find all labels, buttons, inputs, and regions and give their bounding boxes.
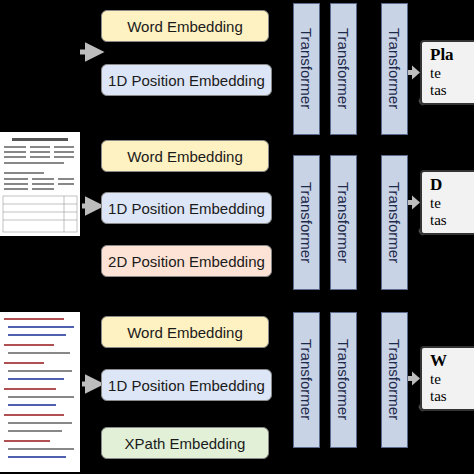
embedding-box: 1D Position Embedding	[101, 64, 272, 96]
embedding-box: 2D Position Embedding	[101, 245, 272, 277]
embedding-box: Word Embedding	[101, 10, 269, 42]
document-thumbnail	[0, 132, 80, 236]
transformer-block: Transformer	[381, 3, 408, 135]
input-arrow	[80, 50, 97, 55]
block-label: Transformer	[335, 339, 352, 420]
block-label: XPath Embedding	[125, 435, 246, 452]
input-arrow	[82, 382, 97, 387]
input-arrow	[82, 204, 97, 209]
task-heading: D	[430, 175, 474, 195]
task-scroll: Wte tas	[420, 346, 474, 411]
transformer-block: Transformer	[381, 155, 408, 290]
task-scroll: Dte tas	[420, 170, 474, 235]
embedding-box: Word Embedding	[101, 316, 269, 348]
block-label: 2D Position Embedding	[108, 253, 265, 270]
transformer-block: Transformer	[293, 155, 320, 290]
html-code-thumbnail	[0, 312, 80, 472]
task-text: te tas	[430, 65, 460, 100]
block-label: Word Embedding	[127, 18, 243, 35]
transformer-block: Transformer	[381, 312, 408, 448]
task-heading: W	[430, 351, 474, 371]
block-label: 1D Position Embedding	[108, 377, 265, 394]
block-label: Transformer	[386, 28, 403, 109]
transformer-block: Transformer	[293, 312, 320, 448]
transformer-block: Transformer	[330, 312, 357, 448]
transformer-block: Transformer	[293, 3, 320, 135]
output-arrow	[408, 196, 420, 210]
task-text: te tas	[430, 371, 460, 406]
embedding-box: Word Embedding	[101, 140, 269, 172]
transformer-block: Transformer	[330, 155, 357, 290]
task-heading: Pla	[430, 45, 474, 65]
block-label: Transformer	[386, 339, 403, 420]
block-label: Transformer	[335, 28, 352, 109]
embedding-box: 1D Position Embedding	[101, 192, 272, 224]
block-label: Word Embedding	[127, 324, 243, 341]
output-arrow	[408, 66, 420, 80]
embedding-box: XPath Embedding	[101, 427, 269, 459]
task-text: te tas	[430, 195, 460, 230]
block-label: Transformer	[298, 339, 315, 420]
task-scroll: Plate tas	[420, 40, 474, 105]
embedding-box: 1D Position Embedding	[101, 369, 272, 401]
block-label: Transformer	[298, 28, 315, 109]
block-label: 1D Position Embedding	[108, 200, 265, 217]
block-label: Word Embedding	[127, 148, 243, 165]
transformer-block: Transformer	[330, 3, 357, 135]
block-label: Transformer	[335, 182, 352, 263]
block-label: 1D Position Embedding	[108, 72, 265, 89]
block-label: Transformer	[298, 182, 315, 263]
output-arrow	[408, 372, 420, 386]
block-label: Transformer	[386, 182, 403, 263]
